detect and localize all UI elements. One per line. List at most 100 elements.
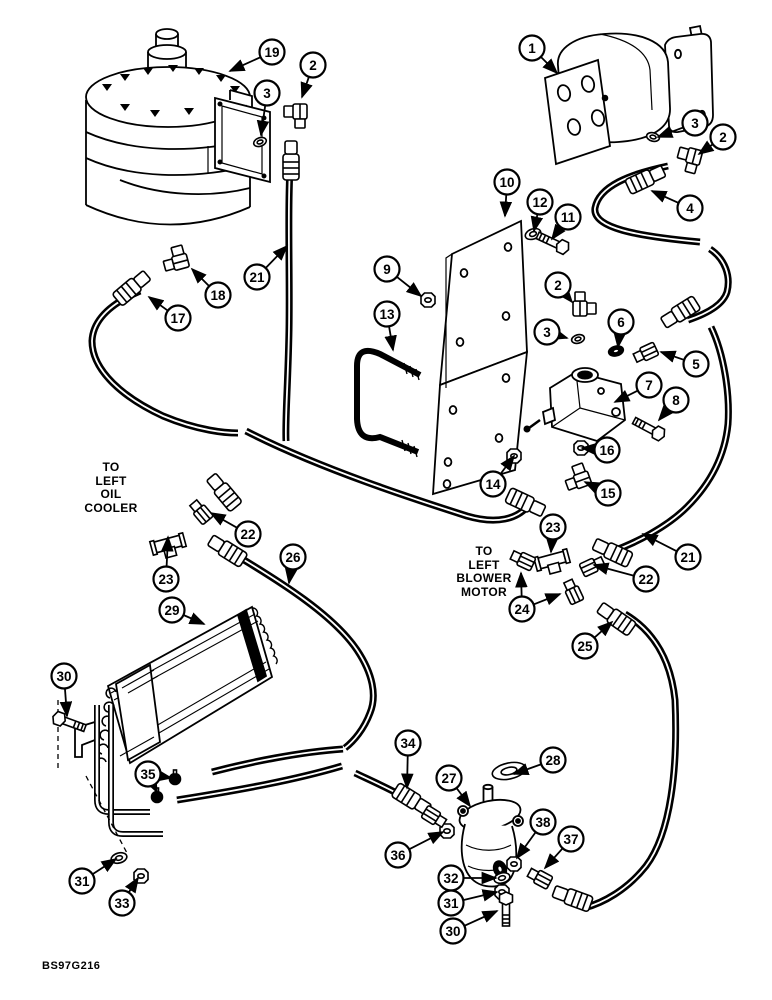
callout-number: 4	[686, 201, 694, 216]
cooler-tubes	[94, 705, 163, 837]
elbow-part	[564, 462, 593, 491]
elbow-part	[676, 146, 704, 175]
hose-25	[583, 610, 680, 912]
bolt-part	[498, 891, 514, 927]
hose-26	[222, 544, 377, 751]
callout-number: 27	[441, 771, 456, 786]
callout-37: 37	[543, 825, 585, 870]
figure-code: BS97G216	[42, 960, 101, 972]
oringD-part	[607, 345, 625, 357]
callout-31: 31	[437, 889, 499, 917]
callout-2: 2	[544, 271, 574, 304]
callout-number: 31	[74, 874, 90, 889]
coupling-part	[207, 534, 248, 568]
callout-number: 8	[672, 393, 680, 408]
washer-part	[493, 871, 511, 885]
callout-4: 4	[650, 190, 704, 222]
callout-38: 38	[515, 808, 557, 860]
callout-number: 23	[545, 520, 561, 535]
hex-part	[578, 555, 606, 578]
callout-number: 7	[645, 378, 653, 393]
hex-part	[526, 867, 554, 890]
bolt-part	[535, 231, 570, 256]
valve-assembly	[523, 367, 626, 442]
callout-17: 17	[147, 295, 192, 332]
callout-number: 5	[692, 357, 700, 372]
callout-number: 37	[563, 832, 578, 847]
callout-1: 1	[518, 34, 559, 75]
callout-33: 33	[108, 876, 139, 917]
callout-21: 21	[641, 533, 702, 571]
callout-6: 6	[607, 308, 635, 349]
callout-35: 35	[134, 760, 173, 794]
callout-12: 12	[526, 188, 554, 233]
callout-number: 35	[140, 767, 156, 782]
nut-part	[420, 292, 436, 308]
cooler-hose-upper	[211, 745, 344, 776]
callout-number: 3	[543, 325, 551, 340]
callout-3: 3	[253, 79, 281, 137]
coupling-part	[391, 782, 432, 816]
callout-number: 3	[263, 86, 271, 101]
coupling-part	[504, 487, 547, 517]
callout-number: 11	[561, 210, 576, 225]
callout-number: 2	[309, 58, 317, 73]
callout-2: 2	[697, 123, 737, 156]
callout-number: 16	[599, 443, 615, 458]
callout-30: 30	[50, 662, 78, 718]
callout-number: 13	[379, 307, 395, 322]
callout-number: 30	[56, 669, 71, 684]
callout-8: 8	[657, 386, 690, 422]
coupling-part	[596, 602, 637, 636]
reservoir-assembly	[85, 28, 271, 226]
oring-part	[252, 136, 268, 148]
oring-part	[570, 333, 586, 345]
callout-number: 30	[445, 924, 460, 939]
callout-30: 30	[439, 910, 499, 945]
callout-number: 33	[114, 896, 130, 911]
callout-29: 29	[158, 596, 206, 625]
callout-23: 23	[539, 513, 567, 554]
callout-number: 19	[264, 45, 279, 60]
elbow-part	[283, 103, 308, 129]
callout-number: 21	[249, 270, 265, 285]
callout-number: 25	[577, 639, 593, 654]
callout-16: 16	[580, 436, 621, 464]
callout-number: 28	[545, 753, 561, 768]
coupling-part	[112, 270, 151, 306]
hose-21-left	[282, 149, 295, 442]
callout-15: 15	[583, 479, 622, 507]
callout-number: 2	[719, 130, 727, 145]
callout-2: 2	[299, 51, 327, 99]
callout-number: 31	[443, 896, 459, 911]
callout-34: 34	[394, 729, 422, 790]
coupling-part	[282, 140, 300, 181]
note-to-left-oil-cooler: TO LEFT OIL COOLER	[84, 460, 138, 515]
callout-26: 26	[279, 543, 307, 585]
hex-part	[632, 341, 660, 364]
callout-number: 24	[514, 602, 530, 617]
callout-number: 10	[499, 175, 514, 190]
callout-21: 21	[243, 244, 289, 291]
hex-part	[562, 578, 585, 606]
hex-part	[420, 805, 448, 829]
bolt-part	[52, 710, 88, 733]
coupling-part	[551, 885, 594, 912]
callout-number: 3	[691, 116, 699, 131]
callout-number: 6	[617, 315, 625, 330]
elbow-part	[572, 291, 597, 317]
note-to-left-blower-motor: TO LEFT BLOWER MOTOR	[456, 544, 512, 599]
callout-22: 22	[209, 512, 262, 548]
callout-25: 25	[571, 620, 614, 660]
oil-cooler	[57, 605, 278, 854]
callout-28: 28	[512, 746, 567, 776]
u-bolt	[354, 348, 422, 458]
callout-number: 32	[443, 871, 458, 886]
pump-assembly	[544, 24, 714, 166]
hose-valve-feed	[686, 246, 732, 324]
hose-21-right	[606, 325, 732, 557]
callout-27: 27	[435, 764, 472, 808]
nut-part	[506, 856, 522, 872]
hex-part	[509, 549, 537, 572]
callout-number: 23	[158, 572, 174, 587]
